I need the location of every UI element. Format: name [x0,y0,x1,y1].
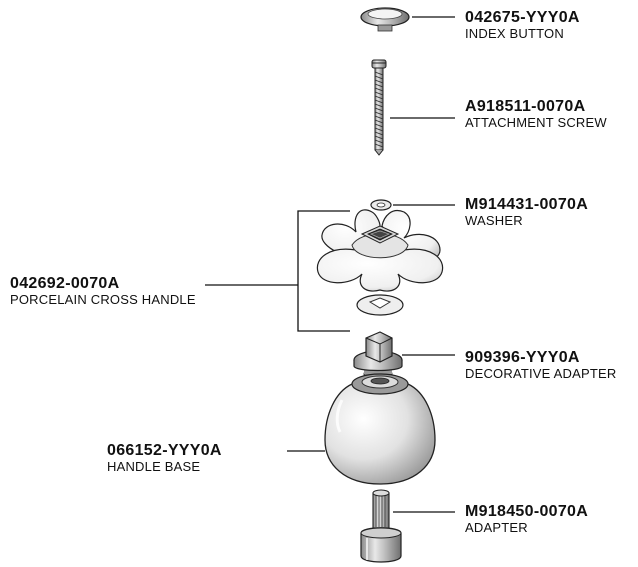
part-number-porcelain-cross-handle: 042692-0070A [10,275,120,292]
label-attachment-screw: A918511-0070A ATTACHMENT SCREW [465,98,607,131]
part-number-decorative-adapter: 909396-YYY0A [465,349,580,366]
decorative-adapter-part [353,331,403,381]
label-handle-base: 066152-YYY0A HANDLE BASE [107,442,222,475]
part-number-handle-base: 066152-YYY0A [107,442,222,459]
label-adapter: M918450-0070A ADAPTER [465,503,588,536]
part-number-adapter: M918450-0070A [465,503,589,520]
part-name-adapter: ADAPTER [465,520,528,536]
attachment-screw-part [371,59,387,156]
part-name-handle-base: HANDLE BASE [107,459,201,475]
bracket-handle [297,210,350,332]
label-decorative-adapter: 909396-YYY0A DECORATIVE ADAPTER [465,349,616,382]
handle-base-part [324,373,436,485]
adapter-part [360,489,402,563]
part-name-washer: WASHER [465,213,523,229]
washer-part [370,199,392,211]
part-number-attachment-screw: A918511-0070A [465,98,586,115]
part-name-attachment-screw: ATTACHMENT SCREW [465,115,607,131]
part-name-index-button: INDEX BUTTON [465,26,564,42]
index-button-part [360,7,410,32]
porcelain-cross-handle-part [316,209,444,316]
part-name-decorative-adapter: DECORATIVE ADAPTER [465,366,617,382]
label-washer: M914431-0070A WASHER [465,196,588,229]
label-index-button: 042675-YYY0A INDEX BUTTON [465,9,580,42]
label-porcelain-cross-handle: 042692-0070A PORCELAIN CROSS HANDLE [10,275,196,308]
part-number-washer: M914431-0070A [465,196,589,213]
part-name-porcelain-cross-handle: PORCELAIN CROSS HANDLE [10,292,196,308]
part-number-index-button: 042675-YYY0A [465,9,580,26]
